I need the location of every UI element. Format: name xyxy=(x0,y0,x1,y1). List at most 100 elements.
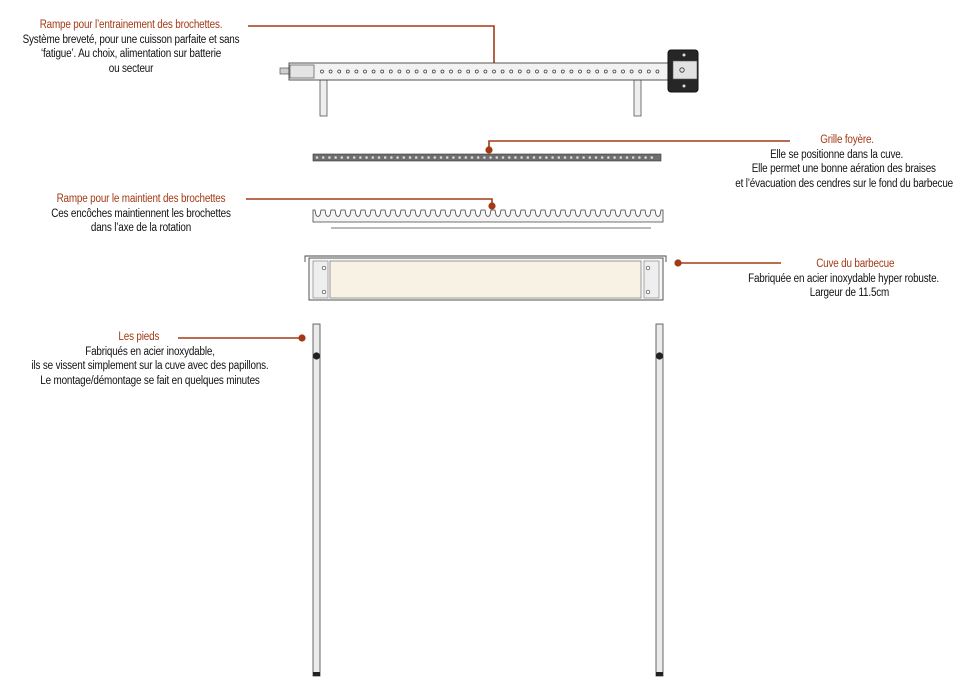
rail-hole xyxy=(595,69,600,74)
cuve-part xyxy=(304,255,667,301)
grate-hole xyxy=(352,156,356,159)
rail-hole xyxy=(371,69,376,74)
callout-text-line: dans l’axe de la rotation xyxy=(90,222,192,234)
grate-hole xyxy=(321,156,325,159)
rail-hole xyxy=(569,69,574,74)
rail-hole xyxy=(578,69,582,74)
grate-hole xyxy=(594,156,598,159)
callout-text-line: ‘fatigue’. Au choix, alimentation sur ba… xyxy=(40,48,222,60)
cuve-end-left xyxy=(312,260,329,299)
grate-hole xyxy=(576,156,579,159)
grate-hole xyxy=(470,156,474,159)
grate-hole xyxy=(340,156,344,159)
motor-bolt xyxy=(682,53,686,57)
leader-line-grille-foyere xyxy=(488,140,790,150)
rail-hole xyxy=(629,69,634,74)
grate-hole xyxy=(383,156,387,159)
grate-hole xyxy=(514,156,517,159)
grate-hole xyxy=(489,156,492,159)
rail-hole xyxy=(655,69,660,74)
rail-hole xyxy=(414,69,419,74)
grate-hole xyxy=(445,156,449,159)
rail-hole xyxy=(320,69,324,74)
grate-hole xyxy=(507,156,511,159)
grate-hole xyxy=(569,156,573,159)
rail-hole xyxy=(483,69,488,74)
callout-text-line: ils se vissent simplement sur la cuve av… xyxy=(31,360,269,372)
wing-nut xyxy=(655,352,664,360)
callout-text-line: Elle permet une bonne aération des brais… xyxy=(751,163,936,175)
callout-title: Grille foyère. xyxy=(820,134,874,146)
rail-hole xyxy=(586,69,591,74)
motor-bolt xyxy=(682,84,686,88)
leg-foot xyxy=(313,672,320,676)
callout-text-line: Largeur de 11.5cm xyxy=(809,287,890,299)
grate-hole xyxy=(526,156,530,159)
cuve-screw xyxy=(645,289,651,295)
grate-hole xyxy=(625,156,629,159)
rail-hole xyxy=(612,69,617,74)
rampe-maintient-part xyxy=(312,209,664,229)
leg-tube xyxy=(655,323,664,677)
rail-hole xyxy=(509,69,514,74)
cuve-panel xyxy=(329,260,642,299)
rail-hole xyxy=(363,69,367,74)
callout-title: Cuve du barbecue xyxy=(816,258,895,270)
leader-dot xyxy=(674,259,682,267)
grate-hole xyxy=(439,156,443,159)
grate-hole xyxy=(396,156,399,159)
cuve-screw xyxy=(645,265,651,271)
rail-hole xyxy=(406,69,410,74)
grate-hole xyxy=(613,156,616,159)
rail-hole xyxy=(431,69,436,74)
rail-hole xyxy=(397,69,402,74)
rail-hole xyxy=(492,69,496,74)
grate-hole xyxy=(476,156,480,159)
leg-tube xyxy=(312,323,321,677)
rail-hole xyxy=(552,69,557,74)
callout-pieds: Les pieds Fabriqués en acier inoxydable,… xyxy=(21,330,279,388)
callout-grille-foyere: Grille foyère. Elle se positionne dans l… xyxy=(678,133,953,191)
grate-bar xyxy=(312,153,662,162)
grate-hole xyxy=(452,156,455,159)
callout-rampe-maintient: Rampe pour le maintient des brochettes C… xyxy=(20,192,263,236)
leg-left xyxy=(312,323,321,677)
grate-hole xyxy=(346,156,350,159)
rail-hole xyxy=(535,69,539,74)
callout-text-line: Fabriquée en acier inoxydable hyper robu… xyxy=(748,272,939,285)
grate-hole xyxy=(563,156,567,159)
grate-hole xyxy=(421,156,424,159)
grate-hole xyxy=(427,156,430,159)
rampe-entrainement-part xyxy=(279,49,699,117)
grate-hole xyxy=(545,156,548,159)
leg-foot xyxy=(656,672,663,676)
grate-hole xyxy=(538,156,542,159)
grille-foyere-part xyxy=(312,153,662,162)
grate-hole xyxy=(588,156,592,159)
grate-hole xyxy=(402,156,406,159)
grate-hole xyxy=(644,156,647,159)
rail-hole xyxy=(500,69,505,74)
grate-hole xyxy=(464,156,468,159)
rail-hole xyxy=(449,69,453,74)
cuve-end-right xyxy=(643,260,660,299)
rail-hole xyxy=(638,69,643,74)
rail-hole xyxy=(457,69,462,74)
rail-hole xyxy=(328,69,333,74)
rail-support-right xyxy=(633,79,642,117)
rail-support-left xyxy=(319,79,328,117)
grate-hole xyxy=(365,156,368,159)
grate-hole xyxy=(607,156,610,159)
rail-hole xyxy=(466,69,471,74)
notched-rack xyxy=(312,209,664,223)
callout-text-line: Elle se positionne dans la cuve. xyxy=(770,148,904,161)
callout-text-line: ou secteur xyxy=(108,62,154,75)
leader-dot xyxy=(485,146,493,154)
rail-hole xyxy=(603,69,608,74)
rail-hole xyxy=(560,69,565,74)
callout-cuve: Cuve du barbecue Fabriquée en acier inox… xyxy=(681,257,939,301)
rail-hole xyxy=(646,69,651,74)
grate-hole xyxy=(501,156,505,159)
grate-hole xyxy=(359,156,362,159)
